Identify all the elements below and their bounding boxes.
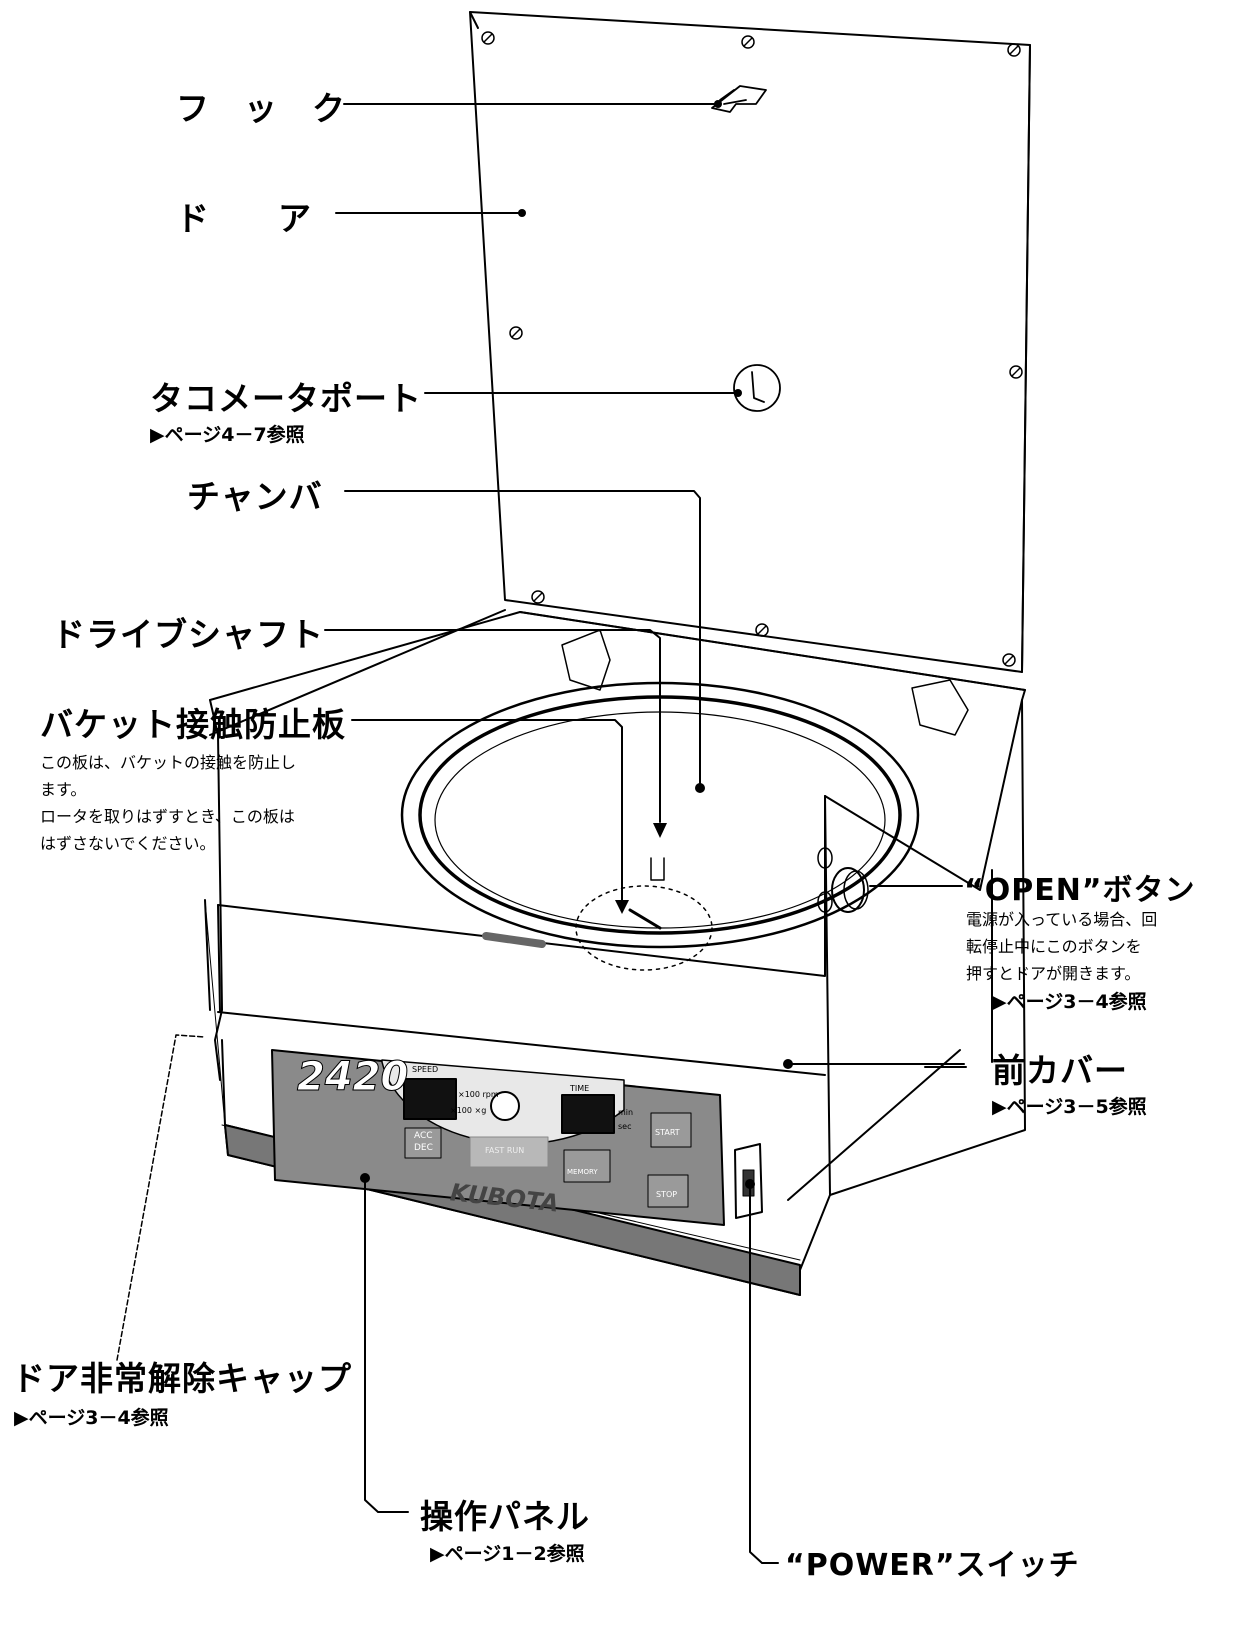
chamber-label: チャンバ <box>187 477 323 516</box>
bucket-plate-label: バケット接触防止板 <box>40 705 346 744</box>
stop-label[interactable]: STOP <box>656 1190 678 1199</box>
tacho-port-icon <box>733 364 781 412</box>
open-button-ref: ▶ページ3－4参照 <box>992 991 1147 1013</box>
leader-dots <box>360 100 793 1189</box>
power-switch-label: “POWER”スイッチ <box>785 1548 1080 1583</box>
speed-unit-g: ×100 ×g <box>450 1106 487 1115</box>
drive-shaft-label: ドライブシャフト <box>52 615 324 654</box>
dec-label[interactable]: DEC <box>414 1143 433 1153</box>
fast-run-label[interactable]: FAST RUN <box>485 1146 525 1155</box>
front-cover-label: 前カバー <box>992 1051 1128 1090</box>
hook-icon <box>711 85 767 113</box>
time-display <box>561 1094 615 1134</box>
open-note-line-2: 転停止中にこのボタンを <box>966 937 1142 956</box>
emergency-cap-label: ドア非常解除キャップ <box>12 1359 352 1398</box>
bucket-note-line-2: ます。 <box>40 780 87 799</box>
fast-run-button <box>469 1136 549 1168</box>
speed-label: SPEED <box>412 1065 439 1074</box>
time-unit-sec: sec <box>618 1122 632 1131</box>
model-number: 2420 <box>296 1054 409 1101</box>
speed-knob <box>490 1091 520 1121</box>
hook-label: フ ッ ク <box>176 89 346 128</box>
control-panel <box>271 1049 725 1226</box>
front-cover-ref: ▶ページ3－5参照 <box>992 1096 1147 1118</box>
time-label: TIME <box>570 1084 590 1093</box>
tacho-port-label: タコメータポート <box>150 379 422 418</box>
open-button-label: “OPEN”ボタン <box>964 873 1196 908</box>
control-panel-ref: ▶ページ1－2参照 <box>430 1543 585 1565</box>
tacho-port-ref: ▶ページ4－7参照 <box>150 424 305 446</box>
door-panel <box>469 11 1031 673</box>
bucket-note-line-4: はずさないでください。 <box>40 834 216 853</box>
emergency-cap-ref: ▶ページ3－4参照 <box>14 1407 169 1429</box>
time-unit-min: min <box>618 1108 634 1117</box>
speed-display <box>403 1078 457 1120</box>
memory-label[interactable]: MEMORY <box>567 1168 598 1176</box>
memory-button <box>563 1149 611 1183</box>
acc-dec-button <box>404 1127 442 1159</box>
start-button <box>650 1112 692 1148</box>
door-screw-icons <box>481 31 1023 667</box>
acc-label[interactable]: ACC <box>414 1131 433 1141</box>
bucket-note-line-3: ロータを取りはずすとき、この板は <box>40 807 295 826</box>
leader-lines <box>116 103 993 1564</box>
bucket-note-line-1: この板は、バケットの接触を防止し <box>40 753 297 772</box>
open-note-line-1: 電源が入っている場合、回 <box>966 910 1158 929</box>
open-note-line-3: 押すとドアが開きます。 <box>966 964 1141 983</box>
door-label: ド ア <box>176 199 312 238</box>
control-panel-label: 操作パネル <box>420 1497 590 1536</box>
stop-button <box>647 1174 689 1208</box>
speed-unit-rpm: ×100 rpm <box>458 1090 499 1099</box>
start-label[interactable]: START <box>655 1128 680 1137</box>
